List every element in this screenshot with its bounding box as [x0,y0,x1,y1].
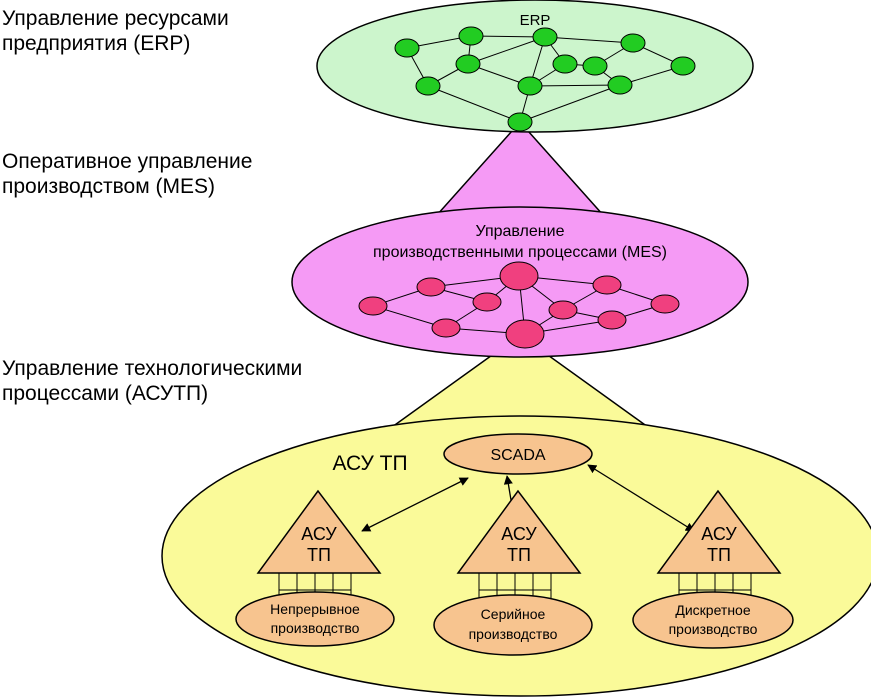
production-label-line1: Серийное [481,606,546,622]
mes-network [358,261,680,349]
acs-unit-label-line1: АСУ [701,524,737,544]
arrow-scada-unit3 [587,464,695,532]
erp-network [394,26,696,132]
erp-node [455,54,481,74]
acs-unit-serial: АСУ ТП Серийное производство [433,489,593,656]
production-label-line1: Непрерывное [270,601,360,617]
mes-node [431,318,461,338]
acs-unit-triangle [656,489,782,574]
mes-level-label-line1: Оперативное управление [2,150,253,173]
erp-node [670,56,696,76]
mes-title-line1: Управление [476,223,565,240]
erp-edge [519,84,621,123]
erp-node [582,56,608,76]
acs-unit-triangle [456,489,582,574]
mes-node [505,319,545,349]
erp-node [607,75,633,95]
acs-unit-label-line1: АСУ [501,524,537,544]
erp-node [507,112,533,132]
acs-unit-continuous: АСУ ТП Непрерывное производство [235,489,395,647]
mes-node [548,300,578,320]
acs-unit-label-line2: ТП [707,545,731,565]
production-label-line2: производство [469,626,558,642]
erp-level-label: Управление ресурсами предприятия (ERP) [2,6,229,56]
scada-label: SCADA [490,447,545,464]
mes-node [358,296,388,316]
acs-unit-label-line2: ТП [507,545,531,565]
erp-level-label-line2: предприятия (ERP) [2,32,191,55]
mes-node [416,277,446,297]
mes-node [472,292,502,312]
erp-level-label-line1: Управление ресурсами [2,7,229,30]
erp-node [458,26,484,46]
erp-node [394,38,420,58]
acs-unit-discrete: АСУ ТП Дискретное производство [632,489,794,649]
acs-level-label-line2: процессами (АСУТП) [2,382,209,405]
arrow-scada-unit1 [361,477,469,532]
erp-node [517,76,543,96]
scada-ellipse [443,433,593,475]
acs-unit-label-line1: АСУ [301,524,337,544]
production-ellipse [235,591,395,647]
erp-node [415,76,441,96]
erp-edge [544,36,634,44]
erp-title: ERP [520,12,551,29]
mes-title-line2: производственными процессами (MES) [373,244,667,261]
acs-unit-label-line2: ТП [307,545,331,565]
acs-title: АСУ ТП [332,452,407,475]
mes-node [499,261,539,291]
production-label-line2: производство [669,621,758,637]
production-label-line1: Дискретное [675,602,750,618]
erp-node [532,27,558,47]
erp-node [552,54,578,74]
erp-ellipse [316,0,754,133]
production-ellipse [632,591,794,649]
acs-level-label-line1: Управление технологическими [2,357,303,380]
mes-node [650,294,680,314]
mes-node [597,310,627,330]
mes-node [592,275,622,295]
acs-level-label: Управление технологическими процессами (… [2,356,302,406]
production-ellipse [433,594,593,656]
mes-level-label: Оперативное управление производством (ME… [2,149,252,199]
acs-unit-triangle [256,489,382,574]
erp-node [620,33,646,53]
mes-level-label-line2: производством (MES) [2,175,215,198]
production-label-line2: производство [271,620,360,636]
io-lines [478,573,552,600]
erp-edge [427,85,521,123]
erp-edge [529,84,621,87]
erp-edge [467,36,546,65]
